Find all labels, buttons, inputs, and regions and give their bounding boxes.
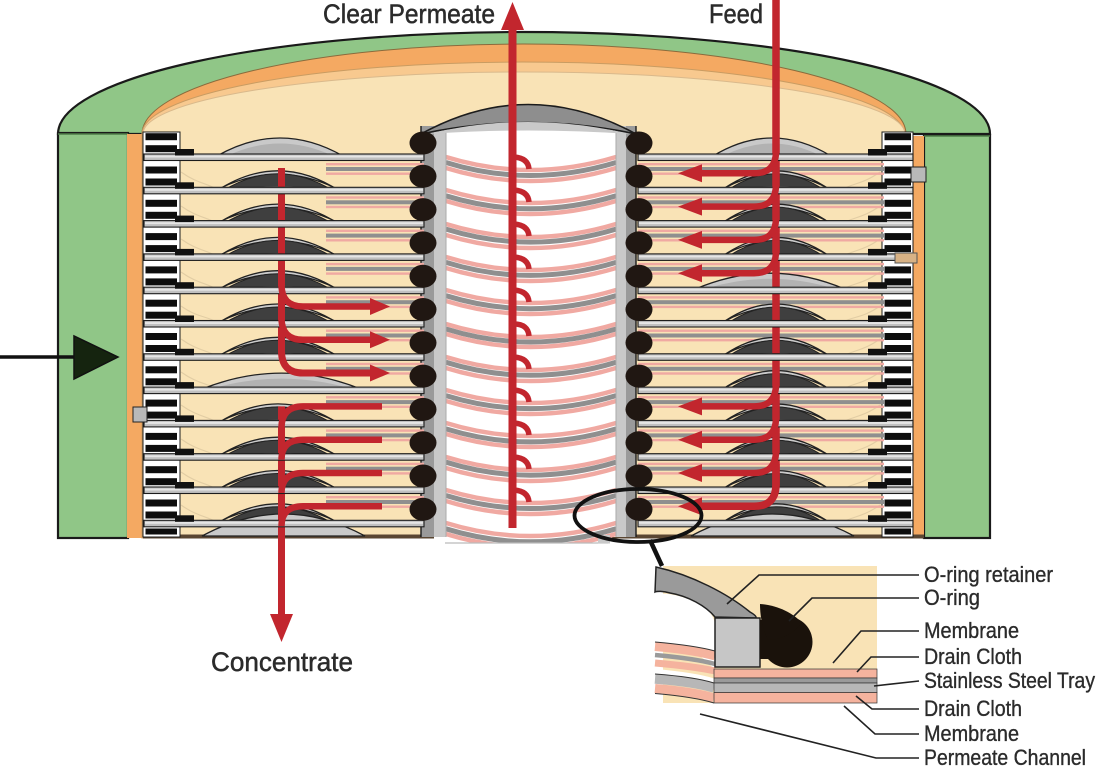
svg-text:Membrane: Membrane [924, 721, 1019, 746]
svg-text:Stainless Steel Tray: Stainless Steel Tray [924, 668, 1095, 693]
svg-text:Permeate Channel: Permeate Channel [924, 745, 1086, 768]
svg-text:O-ring retainer: O-ring retainer [924, 562, 1053, 587]
svg-text:Concentrate: Concentrate [211, 647, 353, 677]
svg-text:Clear Permeate: Clear Permeate [323, 0, 495, 29]
svg-text:Feed: Feed [709, 0, 763, 29]
svg-text:Membrane: Membrane [924, 618, 1019, 643]
svg-text:O-ring: O-ring [924, 585, 980, 610]
svg-text:Drain Cloth: Drain Cloth [924, 696, 1022, 721]
svg-text:Drain Cloth: Drain Cloth [924, 644, 1022, 669]
